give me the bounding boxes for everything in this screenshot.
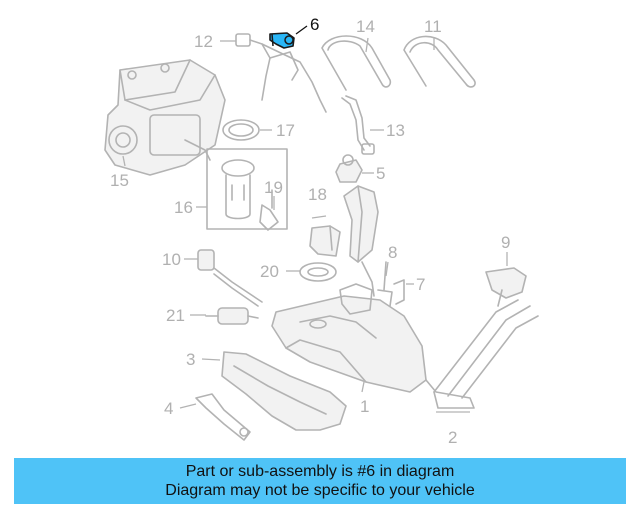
- callout-14: 14: [356, 17, 375, 36]
- banner-line-2: Diagram may not be specific to your vehi…: [165, 482, 475, 499]
- callout-5: 5: [376, 164, 385, 183]
- part-16-box: [206, 148, 288, 230]
- callout-4: 4: [164, 399, 173, 418]
- callout-13: 13: [386, 121, 405, 140]
- callout-20: 20: [260, 262, 279, 281]
- part-11-hose: [403, 35, 476, 88]
- part-20-ring: [299, 262, 337, 282]
- part-6-highlighted: [269, 32, 295, 49]
- part-10-valve: [197, 249, 263, 307]
- callout-3: 3: [186, 350, 195, 369]
- part-1-tank: [271, 283, 427, 393]
- part-4-bracket: [195, 393, 251, 441]
- part-17-ring: [222, 119, 260, 141]
- callout-15: 15: [110, 171, 129, 190]
- callout-21: 21: [166, 306, 185, 325]
- part-3-shield: [221, 351, 347, 431]
- callout-18: 18: [308, 185, 327, 204]
- part-15-pump: [104, 59, 226, 176]
- part-filler-neck: [343, 185, 379, 297]
- callout-19: 19: [264, 178, 283, 197]
- callout-12: 12: [194, 32, 213, 51]
- part-18-bracket: [309, 225, 341, 257]
- part-19-float: [259, 189, 279, 231]
- leader-lines: [122, 25, 508, 409]
- callout-7: 7: [416, 275, 425, 294]
- part-9-mount: [485, 267, 527, 307]
- callout-11: 11: [424, 17, 442, 36]
- part-14-hose: [321, 35, 392, 91]
- callout-9: 9: [501, 233, 510, 252]
- part-13-pipe: [341, 95, 375, 155]
- parts-diagram: 6 12 14 11 13 17 5 15 16 19 18 10 20 8 7…: [104, 15, 539, 447]
- part-12-connector: [235, 33, 327, 113]
- info-banner: Part or sub-assembly is #6 in diagram Di…: [14, 458, 626, 504]
- callout-17: 17: [276, 121, 295, 140]
- callout-10: 10: [162, 250, 181, 269]
- part-2-straps: [425, 299, 539, 413]
- part-5-valve: [335, 154, 363, 183]
- banner-line-1: Part or sub-assembly is #6 in diagram: [185, 463, 455, 480]
- callout-16: 16: [174, 198, 193, 217]
- part-21-filter: [205, 307, 259, 325]
- callout-6: 6: [310, 15, 319, 34]
- callout-8: 8: [388, 243, 397, 262]
- callout-2: 2: [448, 428, 457, 447]
- callout-1: 1: [360, 397, 369, 416]
- part-8-7-fittings: [377, 261, 405, 307]
